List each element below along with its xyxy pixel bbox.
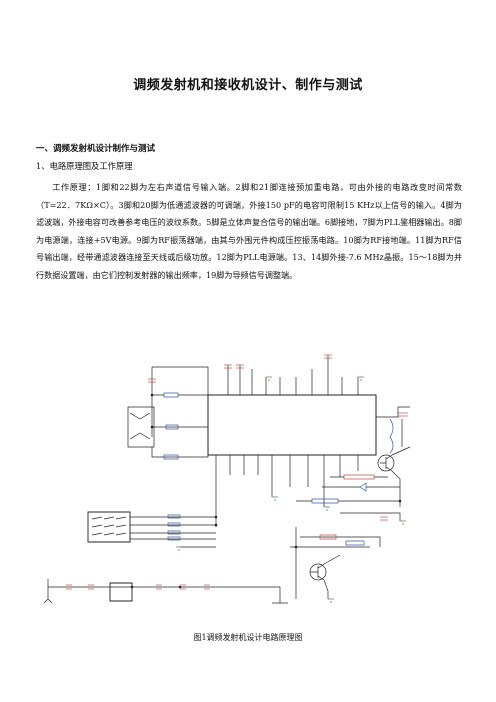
left-input-network [128, 367, 216, 527]
figure-caption: 图1调频发射机设计电路原理图 [193, 633, 303, 642]
body-text: 工作原理：1脚和22脚为左右声道信号输入端。2脚和21脚连接预加重电路，可由外接… [36, 179, 462, 285]
ground-symbols [176, 377, 406, 602]
section-heading: 一、调频发射机设计制作与测试 [36, 144, 156, 154]
rf-transistor [378, 455, 394, 471]
dip-switch-block [88, 512, 216, 547]
ic-chip [208, 395, 376, 455]
top-capacitors [224, 355, 332, 368]
ic-bottom-pins [230, 455, 358, 507]
output-transistor-stage [290, 527, 380, 599]
ic-top-pins [228, 355, 358, 395]
regulator [110, 583, 132, 601]
rf-section [296, 407, 410, 521]
subsection-heading: 1、电路原理图及工作原理 [36, 161, 133, 171]
junction-dots [130, 393, 402, 589]
working-principle-paragraph: 工作原理：1脚和22脚为左右声道信号输入端。2脚和21脚连接预加重电路，可由外接… [36, 182, 462, 280]
circuit-schematic [40, 347, 430, 615]
power-supply-row [44, 579, 288, 603]
document-title: 调频发射机和接收机设计、制作与测试 [133, 78, 363, 93]
